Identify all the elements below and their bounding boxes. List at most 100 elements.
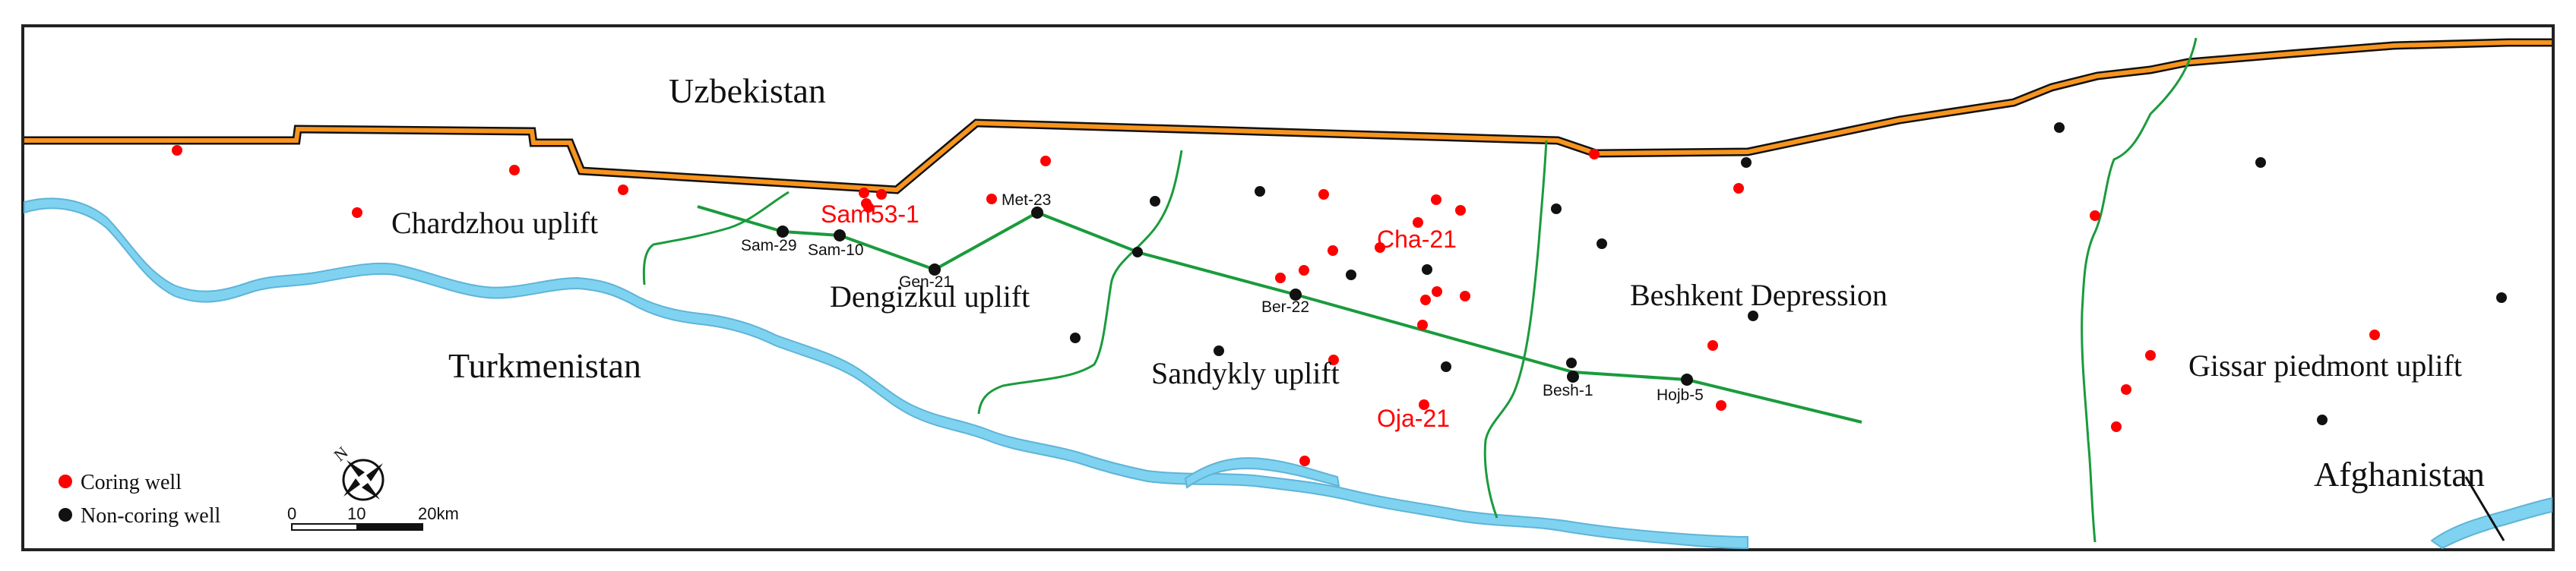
boundary-gissar (2081, 37, 2198, 543)
coring-well[interactable] (1275, 273, 1286, 283)
coring-well[interactable] (618, 185, 628, 195)
compass-needle-east (366, 463, 383, 481)
coring-well[interactable] (1460, 291, 1470, 301)
legend-noncoring-label: Non-coring well (81, 504, 221, 528)
well-met-23[interactable] (1031, 207, 1043, 219)
scale-segment-white (291, 523, 358, 531)
border-fill (24, 40, 2552, 193)
river-branch (1184, 457, 1340, 489)
noncoring-well[interactable] (1346, 270, 1356, 280)
coring-well[interactable] (1432, 286, 1442, 297)
noncoring-well[interactable] (1441, 361, 1451, 372)
coring-well[interactable] (172, 145, 182, 156)
coring-well[interactable] (863, 202, 874, 213)
scale-label-10: 10 (347, 504, 366, 523)
well-gen-21[interactable] (929, 263, 941, 276)
label-cha-21: Cha-21 (1377, 226, 1457, 253)
legend: Coring well Non-coring well (59, 471, 221, 528)
international-border (24, 38, 2552, 194)
coring-well[interactable] (1716, 400, 1726, 411)
region-sandykly: Sandykly uplift (1151, 356, 1340, 390)
coring-well[interactable] (1455, 205, 1466, 216)
coring-well[interactable] (876, 189, 887, 200)
main-river (24, 197, 1748, 550)
well-besh-1[interactable] (1567, 371, 1579, 383)
well-sam-10[interactable] (834, 229, 846, 241)
legend-coring-symbol (59, 475, 72, 488)
well-sam-29[interactable] (777, 226, 789, 238)
noncoring-well[interactable] (1070, 333, 1081, 343)
coring-well[interactable] (2369, 330, 2380, 340)
coring-well[interactable] (2121, 384, 2131, 395)
boundary-chardzhou (642, 191, 790, 286)
noncoring-well[interactable] (1422, 264, 1432, 275)
region-chardzhou: Chardzhou uplift (391, 206, 598, 240)
noncoring-well[interactable] (1748, 311, 1758, 321)
noncoring-well[interactable] (2255, 157, 2266, 168)
coring-well[interactable] (1040, 156, 1051, 166)
region-labels: Chardzhou uplift Dengizkul uplift Sandyk… (391, 206, 2462, 390)
region-beshkent: Beshkent Depression (1630, 278, 1888, 312)
coring-well[interactable] (1589, 149, 1600, 159)
coring-well[interactable] (2145, 350, 2156, 361)
legend-coring-label: Coring well (81, 471, 182, 494)
coring-well[interactable] (1420, 295, 1431, 305)
noncoring-well[interactable] (1597, 238, 1607, 249)
label-hojb-5: Hojb-5 (1657, 386, 1704, 404)
scale-bar: 0 10 20km (287, 504, 459, 531)
label-sam-29: Sam-29 (741, 237, 797, 254)
coring-well[interactable] (1431, 194, 1441, 205)
noncoring-well[interactable] (2054, 122, 2065, 133)
section-well-labels: Sam-29 Sam-10 Gen-21 Met-23 Ber-22 Besh-… (741, 191, 1704, 404)
noncoring-well[interactable] (1551, 203, 1562, 214)
coring-well[interactable] (1707, 340, 1718, 351)
coring-well[interactable] (986, 194, 997, 204)
legend-noncoring-symbol (59, 508, 72, 522)
well-ber-22[interactable] (1290, 289, 1302, 301)
compass-needle-west (343, 478, 360, 497)
section-line (697, 205, 1862, 424)
rivers (24, 197, 2552, 550)
scale-label-0: 0 (287, 504, 296, 523)
coring-well[interactable] (1413, 217, 1423, 228)
label-oja-21: Oja-21 (1377, 405, 1450, 432)
coring-well[interactable] (509, 165, 520, 175)
coring-well[interactable] (1419, 399, 1429, 410)
afghanistan-pointer (2464, 476, 2505, 541)
well-hojb-5[interactable] (1681, 374, 1693, 386)
coring-well[interactable] (2111, 421, 2122, 432)
noncoring-well[interactable] (1150, 196, 1160, 207)
noncoring-well[interactable] (1566, 358, 1577, 368)
coring-well[interactable] (2090, 210, 2100, 221)
boundary-dengizkul (977, 150, 1183, 415)
region-dengizkul: Dengizkul uplift (830, 279, 1030, 314)
coring-well[interactable] (1299, 265, 1309, 276)
coring-well[interactable] (1417, 320, 1428, 330)
unit-boundaries (642, 37, 2198, 543)
coring-well[interactable] (1375, 242, 1385, 253)
coring-wells (172, 145, 2380, 466)
noncoring-well[interactable] (2496, 292, 2507, 303)
coring-well[interactable] (1318, 189, 1329, 200)
label-gen-21: Gen-21 (899, 273, 952, 291)
country-labels: Uzbekistan Turkmenistan Afghanistan (448, 71, 2485, 494)
scale-segment-black (356, 523, 423, 531)
coring-well[interactable] (1328, 355, 1339, 365)
scale-label-20km: 20km (418, 504, 459, 523)
noncoring-well[interactable] (1132, 247, 1143, 257)
coring-well[interactable] (1299, 456, 1310, 466)
coring-well[interactable] (352, 207, 362, 218)
highlighted-well-labels: Sam53-1 Cha-21 Oja-21 (821, 200, 1457, 432)
noncoring-well[interactable] (1741, 157, 1752, 168)
noncoring-well[interactable] (1255, 186, 1265, 197)
coring-well[interactable] (1328, 245, 1338, 256)
section-wells (777, 207, 1693, 386)
noncoring-well[interactable] (1214, 345, 1224, 356)
country-turkmenistan: Turkmenistan (448, 346, 641, 385)
compass-needle-south (362, 483, 380, 500)
compass-needle-north (347, 460, 365, 477)
coring-well[interactable] (1733, 183, 1744, 194)
noncoring-well[interactable] (2317, 415, 2328, 425)
coring-well[interactable] (859, 188, 869, 198)
